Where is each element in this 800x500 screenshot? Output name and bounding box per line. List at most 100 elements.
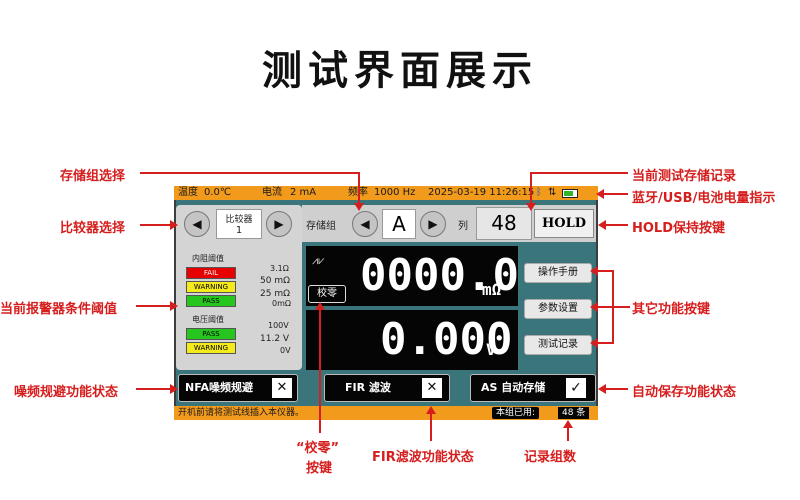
comparator-value: 1: [235, 225, 243, 236]
voltage-min-value: 0V: [280, 346, 291, 355]
hold-button[interactable]: HOLD: [534, 209, 594, 238]
voltage-pass-tag: PASS: [186, 328, 236, 340]
annotation-line: [530, 172, 532, 206]
arrow-right-icon: [170, 220, 178, 230]
temp-label: 温度: [178, 187, 198, 198]
annotation-line: [596, 270, 613, 272]
freq-value: 1000 Hz: [374, 187, 416, 198]
annotation-nfa-state: 噪频规避功能状态: [14, 385, 119, 400]
hint-text: 开机前请将测试线插入本仪器。: [178, 408, 305, 418]
annotation-line: [596, 306, 630, 308]
voltage-value: 0.000: [380, 314, 513, 365]
status-bar-top: 温度 0.0℃ 电流 2 mA 频率 1000 Hz 2025-03-19 11…: [174, 186, 598, 200]
arrow-right-icon: [170, 301, 178, 311]
auto-save-label: AS 自动存储: [481, 381, 546, 394]
annotation-other-keys: 其它功能按键: [632, 302, 711, 317]
annotation-line: [140, 172, 358, 174]
storage-prev-button[interactable]: ◀: [352, 211, 378, 237]
bluetooth-icon: ᛒ: [536, 187, 542, 198]
used-label: 本组已用:: [492, 407, 540, 419]
battery-icon: [562, 189, 578, 198]
annotation-auto-save-state: 自动保存功能状态: [632, 385, 737, 400]
temp-value: 0.0℃: [204, 187, 232, 198]
resistance-min-value: 0mΩ: [272, 299, 291, 308]
params-button[interactable]: 参数设置: [524, 299, 592, 319]
arrow-left-icon: [598, 384, 606, 394]
comparator-box: 比较器 1: [216, 209, 262, 239]
annotation-line: [140, 224, 172, 226]
zero-button[interactable]: 校零: [308, 285, 346, 303]
voltage-threshold-label: 电压阈值: [192, 315, 224, 324]
arrow-left-icon: [590, 302, 598, 312]
resistance-unit: mΩ: [482, 280, 502, 299]
column-value: 48: [476, 207, 532, 240]
storage-label: 存储组: [306, 221, 336, 232]
nfa-label: NFA噪频规避: [185, 381, 253, 394]
annotation-storage-group-select: 存储组选择: [60, 169, 126, 184]
comparator-next-button[interactable]: ▶: [266, 211, 292, 237]
annotation-fir-state: FIR滤波功能状态: [372, 450, 474, 465]
chevron-left-icon: ◀: [360, 217, 370, 231]
annotation-line: [430, 413, 432, 441]
annotation-line: [602, 193, 628, 195]
annotation-line: [596, 342, 613, 344]
annotation-alarm-threshold: 当前报警器条件阈值: [0, 302, 118, 317]
annotation-zero-key-1: “校零”: [296, 441, 340, 456]
fir-label: FIR 滤波: [345, 381, 391, 394]
annotation-line: [567, 427, 569, 441]
annotation-line: [604, 224, 628, 226]
voltage-display: [306, 310, 518, 370]
datetime: 2025-03-19 11:26:15: [428, 187, 535, 198]
arrow-left-icon: [590, 266, 598, 276]
storage-value: A: [382, 209, 416, 239]
used-count: 48 条: [558, 407, 590, 419]
storage-next-button[interactable]: ▶: [420, 211, 446, 237]
annotation-zero-key-2: 按键: [306, 461, 333, 476]
chevron-right-icon: ▶: [274, 217, 284, 231]
voltage-unit: V: [486, 340, 496, 359]
arrow-left-icon: [596, 189, 604, 199]
arrow-up-icon: [315, 302, 325, 310]
fail-tag: FAIL: [186, 267, 236, 279]
arrow-left-icon: [590, 338, 598, 348]
annotation-line: [530, 172, 628, 174]
comparator-prev-button[interactable]: ◀: [184, 211, 210, 237]
arrow-up-icon: [563, 420, 573, 428]
arrow-down-icon: [526, 203, 536, 211]
status-bar-bottom: 开机前请将测试线插入本仪器。 本组已用: 48 条: [174, 406, 598, 420]
annotation-line: [319, 309, 321, 433]
annotation-bt-usb-battery: 蓝牙/USB/电池电量指示: [632, 191, 776, 206]
warning-value: 50 mΩ: [260, 276, 290, 286]
annotation-comparator-select: 比较器选择: [60, 221, 126, 236]
nfa-checkbox[interactable]: ✕: [272, 378, 292, 398]
annotation-line: [136, 388, 172, 390]
fir-checkbox[interactable]: ✕: [422, 378, 442, 398]
records-button[interactable]: 测试记录: [524, 335, 592, 355]
voltage-pass-value: 100V: [268, 321, 289, 330]
voltage-warning-value: 11.2 V: [260, 334, 290, 344]
fail-value: 3.1Ω: [270, 264, 289, 273]
chevron-left-icon: ◀: [192, 217, 202, 231]
annotation-line: [604, 388, 628, 390]
arrow-left-icon: [598, 220, 606, 230]
annotation-current-record: 当前测试存储记录: [632, 169, 737, 184]
auto-save-checkbox[interactable]: ✓: [566, 378, 586, 398]
warning-tag: WARNING: [186, 281, 236, 293]
column-label: 列: [458, 221, 468, 232]
page-title: 测试界面展示: [262, 48, 538, 94]
voltage-warning-tag: WARNING: [186, 342, 236, 354]
arrow-up-icon: [426, 406, 436, 414]
resistance-value: 0000.0: [360, 250, 519, 301]
annotation-line: [358, 172, 360, 204]
resistance-display: [306, 246, 518, 306]
annotation-line: [136, 305, 172, 307]
annotation-record-count: 记录组数: [524, 450, 577, 465]
resistance-threshold-label: 内阻阈值: [192, 254, 224, 263]
manual-button[interactable]: 操作手册: [524, 263, 592, 283]
resistor-icon: ⩘⩗: [312, 254, 325, 267]
comparator-label: 比较器: [225, 215, 253, 225]
arrow-down-icon: [354, 203, 364, 211]
current-label: 电流: [262, 187, 282, 198]
pass-value: 25 mΩ: [260, 289, 290, 299]
arrow-right-icon: [170, 384, 178, 394]
